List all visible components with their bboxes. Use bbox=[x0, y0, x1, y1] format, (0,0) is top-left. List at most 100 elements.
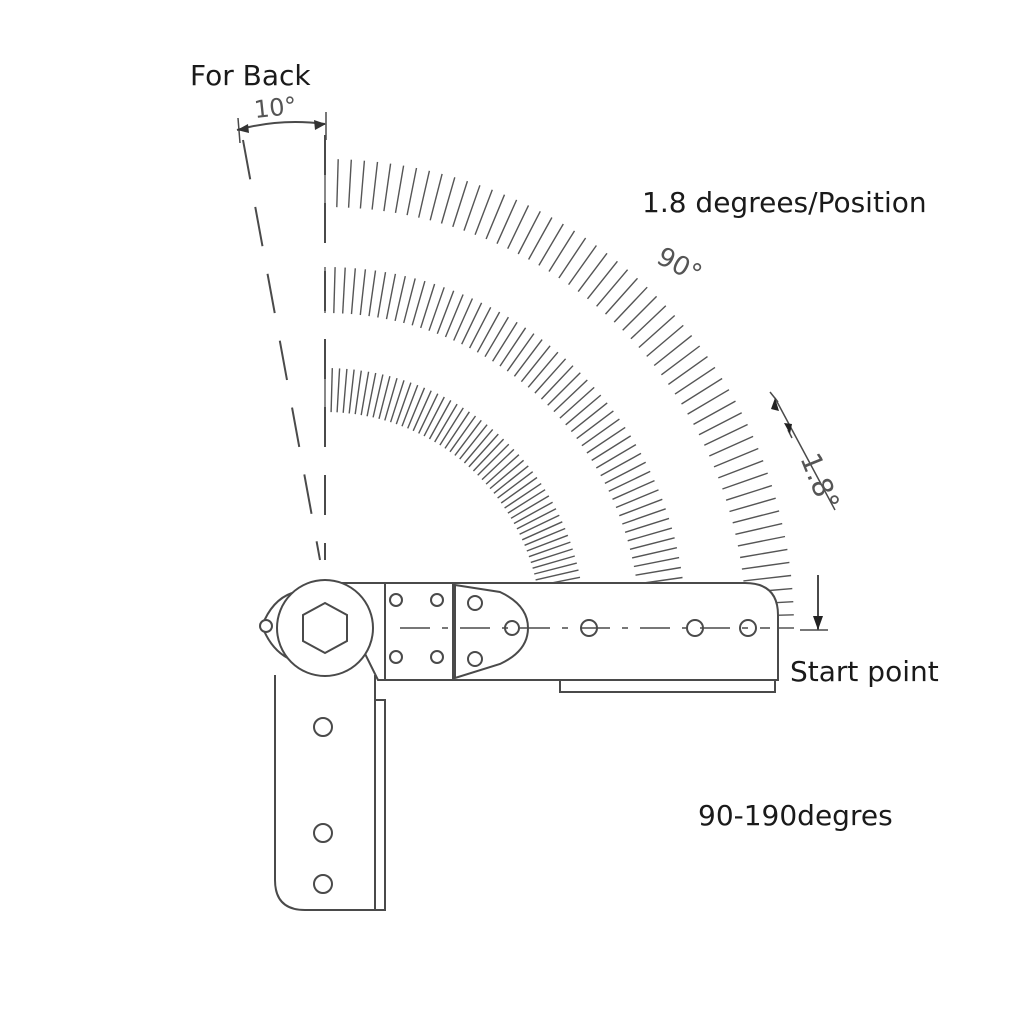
tick-mark-middle bbox=[403, 278, 416, 324]
tick-mark-middle bbox=[453, 298, 474, 341]
tick-mark-inner bbox=[428, 400, 452, 440]
tick-mark-outer bbox=[568, 245, 597, 286]
tick-mark-middle bbox=[428, 287, 445, 331]
tick-mark-middle bbox=[444, 294, 464, 338]
tick-mark-inner bbox=[336, 368, 341, 413]
tick-mark-outer bbox=[359, 160, 366, 209]
tick-mark-inner bbox=[477, 443, 510, 476]
tick-mark-inner bbox=[418, 393, 439, 434]
tick-mark-middle bbox=[520, 345, 551, 383]
tick-mark-inner bbox=[535, 569, 579, 581]
tick-mark-outer bbox=[622, 295, 658, 331]
ten-degree-arrow-right bbox=[314, 120, 326, 130]
tick-mark-inner bbox=[395, 382, 412, 425]
hex-socket-icon bbox=[302, 601, 348, 655]
pivot-ear-hole bbox=[259, 619, 273, 633]
tick-mark-outer bbox=[507, 205, 530, 250]
tick-mark-outer bbox=[674, 366, 716, 395]
tick-mark-inner bbox=[493, 465, 529, 494]
tick-mark-outer bbox=[725, 484, 773, 501]
step-dimension-line bbox=[774, 397, 836, 511]
tick-arc-outer bbox=[324, 159, 794, 629]
tick-mark-inner bbox=[423, 396, 445, 437]
tick-mark-middle bbox=[411, 280, 426, 326]
tick-mark-outer bbox=[653, 335, 693, 367]
tick-mark-outer bbox=[383, 163, 392, 212]
tick-mark-middle bbox=[436, 290, 455, 334]
ten-degree-label: 10° bbox=[253, 92, 298, 124]
tick-mark-inner bbox=[384, 378, 398, 421]
tick-mark-inner bbox=[407, 387, 426, 429]
tick-mark-middle bbox=[608, 470, 651, 492]
tick-mark-inner bbox=[366, 372, 377, 417]
tick-mark-inner bbox=[507, 489, 546, 514]
hinge-bracket bbox=[260, 579, 779, 911]
plate-hole bbox=[313, 717, 333, 737]
tick-mark-outer bbox=[687, 389, 730, 415]
tick-mark-middle bbox=[576, 410, 614, 440]
tick-mark-outer bbox=[429, 173, 443, 221]
tick-mark-middle bbox=[570, 402, 608, 433]
tick-mark-inner bbox=[459, 424, 488, 460]
tick-mark-middle bbox=[629, 537, 675, 550]
tick-mark-outer bbox=[463, 185, 481, 231]
tick-mark-middle bbox=[565, 394, 602, 426]
tick-mark-outer bbox=[718, 460, 764, 479]
tick-mark-inner bbox=[481, 448, 515, 481]
tick-mark-outer bbox=[474, 189, 493, 235]
tick-mark-outer bbox=[347, 159, 352, 208]
tick-mark-middle bbox=[615, 489, 659, 509]
tick-mark-inner bbox=[454, 419, 482, 456]
hinge-side-flange bbox=[374, 699, 386, 911]
start-point-label: Start point bbox=[790, 655, 939, 688]
tick-mark-inner bbox=[504, 483, 542, 509]
tick-arc-middle bbox=[324, 267, 686, 629]
lobe-hole bbox=[467, 595, 483, 611]
tick-mark-middle bbox=[499, 327, 527, 367]
tick-mark-middle bbox=[476, 311, 501, 353]
tick-mark-outer bbox=[586, 260, 618, 300]
tick-mark-inner bbox=[516, 508, 557, 530]
tick-mark-outer bbox=[527, 217, 553, 260]
tick-mark-inner bbox=[401, 384, 419, 427]
tick-mark-inner bbox=[434, 403, 458, 443]
ten-degree-dimension-arc bbox=[236, 121, 326, 131]
tick-mark-middle bbox=[359, 269, 367, 316]
tick-mark-outer bbox=[735, 522, 783, 535]
tick-mark-middle bbox=[342, 267, 346, 314]
tick-mark-outer bbox=[681, 377, 723, 405]
tick-mark-middle bbox=[420, 283, 436, 329]
tick-mark-inner bbox=[510, 495, 550, 519]
tick-mark-inner bbox=[472, 438, 505, 472]
tick-mark-outer bbox=[698, 412, 743, 436]
tick-mark-inner bbox=[389, 380, 405, 423]
tick-mark-outer bbox=[577, 252, 608, 293]
tick-mark-middle bbox=[627, 527, 673, 542]
tick-mark-middle bbox=[350, 268, 356, 315]
tick-mark-inner bbox=[330, 368, 333, 413]
tick-mark-middle bbox=[635, 566, 682, 576]
tick-mark-middle bbox=[377, 271, 387, 318]
tick-mark-middle bbox=[492, 321, 518, 362]
tick-mark-middle bbox=[461, 302, 483, 345]
tick-mark-middle bbox=[540, 365, 574, 400]
tick-mark-middle bbox=[534, 358, 567, 394]
tick-mark-inner bbox=[354, 370, 362, 415]
tick-mark-middle bbox=[600, 452, 642, 477]
tick-mark-inner bbox=[497, 471, 534, 499]
tick-mark-outer bbox=[418, 170, 431, 218]
tick-mark-outer bbox=[739, 548, 788, 559]
tick-mark-middle bbox=[619, 498, 663, 517]
lock-plate-hole bbox=[389, 650, 403, 664]
tick-mark-middle bbox=[385, 273, 397, 320]
tick-mark-inner bbox=[500, 476, 538, 504]
tick-mark-outer bbox=[485, 194, 506, 240]
hinge-holes bbox=[259, 593, 757, 894]
tick-mark-middle bbox=[333, 267, 336, 314]
tick-mark-inner bbox=[444, 411, 470, 449]
tick-mark-outer bbox=[496, 199, 518, 244]
tick-mark-outer bbox=[548, 230, 576, 272]
tick-mark-inner bbox=[530, 548, 573, 564]
tick-mark-inner bbox=[412, 390, 432, 432]
